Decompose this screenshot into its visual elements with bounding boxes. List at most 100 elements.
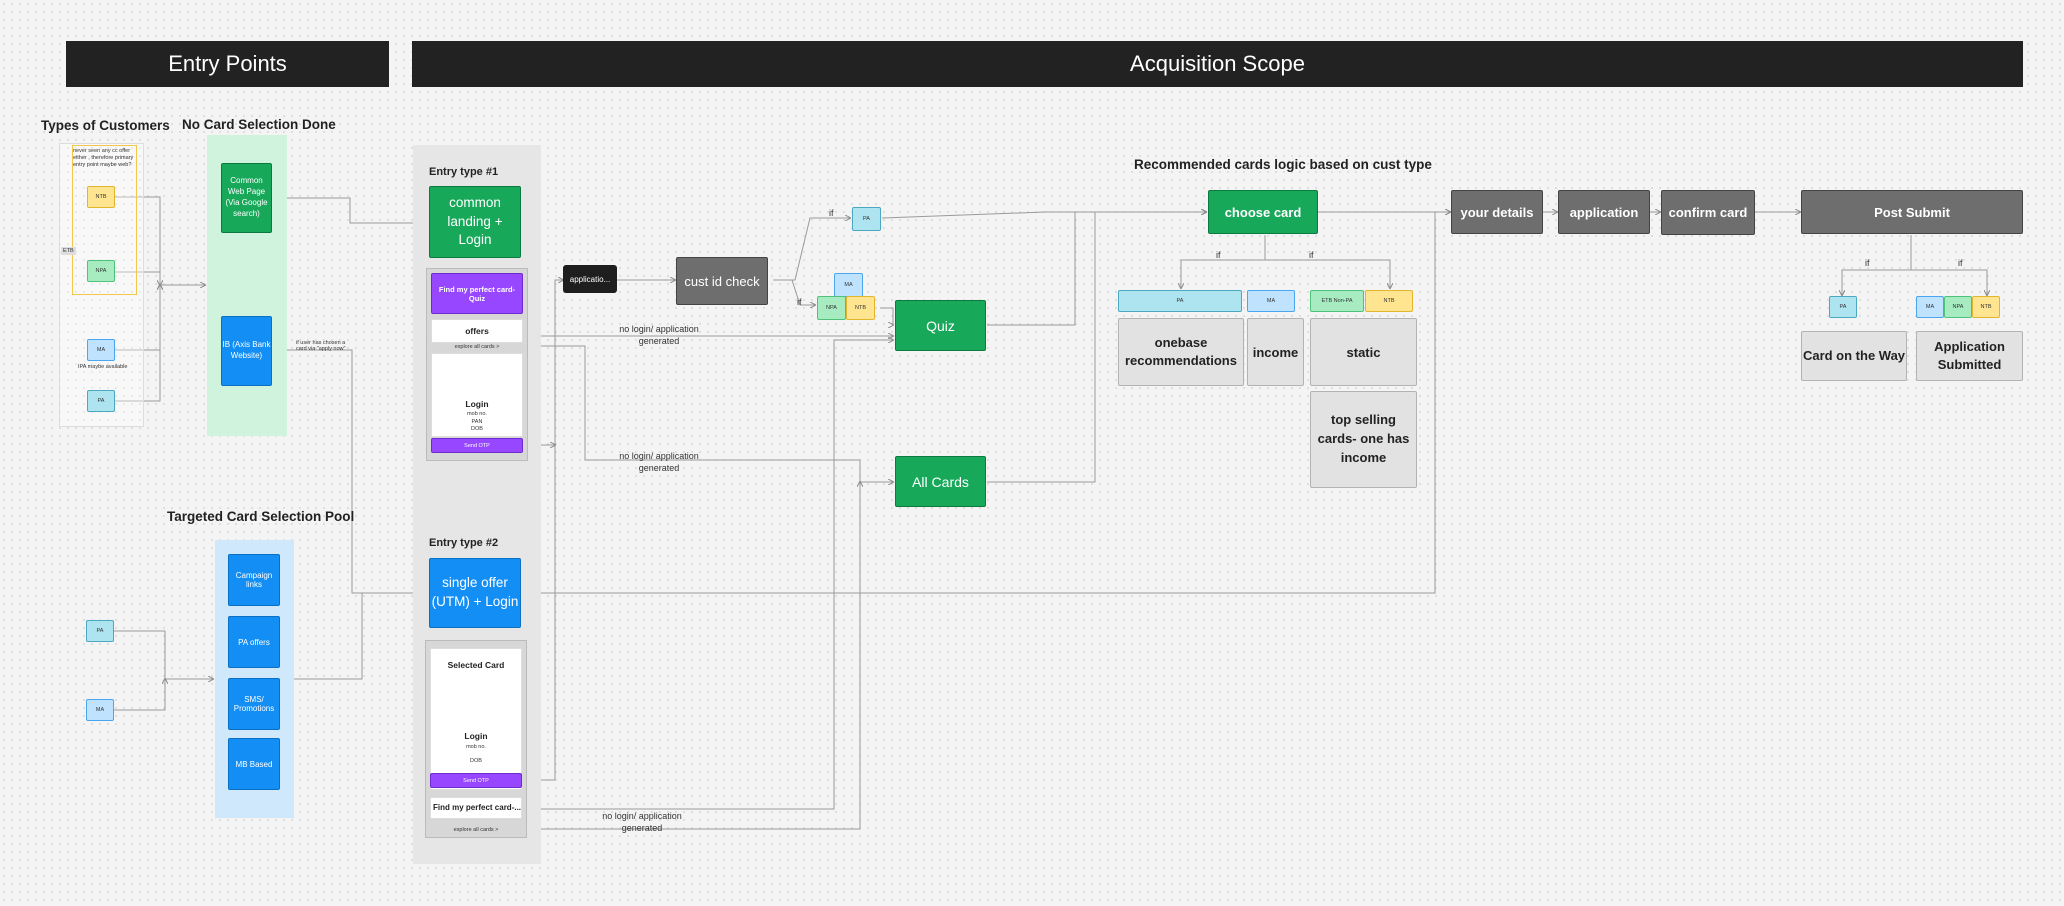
app-submitted-label: Application Submitted — [1934, 338, 2005, 372]
entry2-send-otp-button[interactable]: Send OTP — [430, 773, 522, 788]
reco-logic-heading: Recommended cards logic based on cust ty… — [1134, 157, 1432, 172]
onebase-node: onebase recommendations — [1118, 318, 1244, 386]
targeted-pool-heading: Targeted Card Selection Pool — [167, 509, 355, 524]
acquisition-scope-banner: Acquisition Scope — [412, 41, 2023, 87]
entry1-explore-link[interactable]: explore all cards > — [454, 344, 500, 350]
post-npa-chip: NPA — [1944, 296, 1972, 318]
entry1-login-title: Login — [465, 399, 489, 409]
reco-pa-bar: PA — [1118, 290, 1242, 312]
entry1-send-otp-button[interactable]: Send OTP — [431, 438, 523, 453]
pa-offers-node[interactable]: PA offers — [228, 616, 280, 668]
entry-type-2-heading: Entry type #2 — [429, 537, 499, 549]
all-cards-node[interactable]: All Cards — [895, 456, 986, 507]
top-selling-label: top selling cards- one has income — [1317, 412, 1410, 465]
post-ma-chip: MA — [1916, 296, 1944, 318]
entry1-main-node[interactable]: common landing + Login — [429, 186, 521, 258]
income-label: income — [1252, 344, 1299, 360]
card-on-way-node: Card on the Way — [1801, 331, 1907, 381]
reco-if-left: if — [1216, 250, 1221, 260]
entry1-pan-field[interactable]: PAN — [471, 419, 483, 425]
ib-axis-node[interactable]: IB (Axis Bank Website) — [221, 316, 272, 386]
entry1-find-card-label: Find my perfect card- Quiz — [438, 284, 516, 303]
entry2-login-title: Login — [464, 731, 488, 741]
flow-ntb-chip: NTB — [846, 296, 875, 320]
entry2-selected-card-title: Selected Card — [447, 660, 505, 670]
ntb-chip: NTB — [87, 186, 115, 208]
campaign-label: Campaign links — [235, 571, 273, 589]
quiz-node[interactable]: Quiz — [895, 300, 986, 351]
entry1-send-otp-label: Send OTP — [464, 442, 490, 449]
top-selling-node: top selling cards- one has income — [1310, 391, 1417, 488]
entry1-offers-label: offers — [465, 326, 489, 336]
entry2-main-label: single offer (UTM) + Login — [431, 575, 519, 609]
entry2-explore-link[interactable]: explore all cards > — [453, 827, 499, 833]
cust-id-check-node[interactable]: cust id check — [676, 257, 768, 305]
ma-chip: MA — [87, 339, 115, 361]
your-details-label: your details — [1460, 204, 1534, 220]
if-label-lower: if — [797, 297, 802, 307]
npa-chip: NPA — [87, 260, 115, 282]
entry2-mob-field[interactable]: mob no. — [466, 744, 486, 750]
etb-label: ETB — [61, 247, 76, 255]
choose-card-label: choose card — [1224, 204, 1302, 220]
etb-outline — [72, 145, 137, 295]
ib-axis-label: IB (Axis Bank Website) — [222, 340, 271, 360]
pa-offers-label: PA offers — [238, 637, 270, 647]
entry-points-banner: Entry Points — [66, 41, 389, 87]
entry2-selected-card — [430, 648, 522, 790]
ma-note: IPA maybe available — [78, 364, 128, 370]
choose-card-node[interactable]: choose card — [1208, 190, 1318, 234]
application-pill[interactable]: applicatio... — [563, 265, 617, 293]
entry2-find-card-row[interactable]: Find my perfect card-... — [430, 797, 522, 819]
if-label-upper: if — [829, 208, 834, 218]
static-label: static — [1346, 344, 1381, 360]
ib-note: if user has chosen a card via "apply now… — [296, 340, 346, 352]
entry2-dob-field[interactable]: DOB — [470, 758, 482, 764]
pa-chip: PA — [87, 390, 115, 412]
confirm-card-label: confirm card — [1668, 205, 1748, 220]
customer-note: never seen any cc offer either , therefo… — [73, 148, 134, 169]
entry1-dob-field[interactable]: DOB — [471, 426, 483, 432]
reco-ntb-chip: NTB — [1365, 290, 1413, 312]
entry-type-1-heading: Entry type #1 — [429, 166, 499, 178]
post-if-left: if — [1865, 258, 1870, 268]
no-login-note-2: no login/ application generated — [619, 451, 699, 474]
flow-pa-chip: PA — [852, 207, 881, 231]
all-cards-label: All Cards — [912, 473, 969, 490]
onebase-label: onebase recommendations — [1125, 334, 1237, 368]
flow-ma-chip: MA — [834, 273, 863, 297]
reco-if-right: if — [1309, 250, 1314, 260]
sms-label: SMS/ Promotions — [233, 695, 275, 713]
application-label: application — [1569, 204, 1639, 220]
no-login-note-1: no login/ application generated — [619, 324, 699, 347]
targeted-ma-chip: MA — [86, 699, 114, 721]
confirm-card-node[interactable]: confirm card — [1661, 190, 1755, 235]
no-login-note-3: no login/ application generated — [602, 811, 682, 834]
sms-node[interactable]: SMS/ Promotions — [228, 678, 280, 730]
flow-npa-chip: NPA — [817, 296, 846, 320]
post-pa-chip: PA — [1829, 296, 1857, 318]
entry2-send-otp-label: Send OTP — [463, 777, 489, 784]
entry1-mob-field[interactable]: mob no. — [467, 411, 487, 417]
entry1-login-card — [431, 353, 523, 437]
your-details-node[interactable]: your details — [1451, 190, 1543, 234]
post-ntb-chip: NTB — [1972, 296, 2000, 318]
app-submitted-node: Application Submitted — [1916, 331, 2023, 381]
entry1-main-label: common landing + Login — [447, 194, 503, 248]
entry1-find-card-button[interactable]: Find my perfect card- Quiz — [431, 273, 523, 314]
post-submit-node[interactable]: Post Submit — [1801, 190, 2023, 234]
reco-ma-chip: MA — [1247, 290, 1295, 312]
entry1-offers-card[interactable]: offers — [431, 319, 523, 343]
reco-etb-non-pa-chip: ETB Non-PA — [1310, 290, 1364, 312]
campaign-node[interactable]: Campaign links — [228, 554, 280, 606]
post-submit-label: Post Submit — [1874, 204, 1950, 220]
entry2-main-node[interactable]: single offer (UTM) + Login — [429, 558, 521, 628]
types-of-customers-heading: Types of Customers — [41, 118, 170, 133]
application-node[interactable]: application — [1558, 190, 1650, 234]
quiz-label: Quiz — [926, 317, 955, 334]
common-web-node[interactable]: Common Web Page (Via Google search) — [221, 163, 272, 233]
mb-based-node[interactable]: MB Based — [228, 738, 280, 790]
card-on-way-label: Card on the Way — [1802, 347, 1906, 363]
targeted-pa-chip: PA — [86, 620, 114, 642]
